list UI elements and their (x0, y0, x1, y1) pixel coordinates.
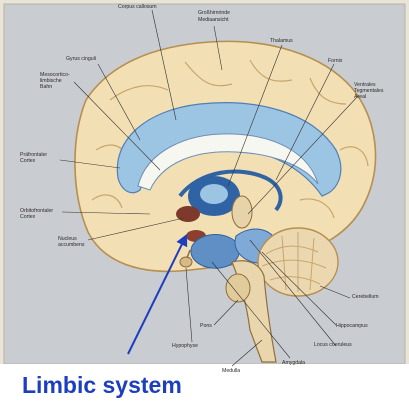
caption-limbic-system: Limbic system (22, 372, 182, 398)
label-fornix: Fornix (328, 58, 343, 64)
label-ventrales-3: Areal (354, 94, 366, 100)
pons-region (226, 274, 250, 302)
label-grosshirnrinde-2: Mediaansicht (198, 17, 229, 23)
midbrain-region (232, 196, 252, 228)
label-orbitofrontaler-2: Cortex (20, 214, 36, 220)
label-corpus-callosum: Corpus callosum (118, 4, 157, 10)
label-grosshirnrinde-1: Großhirnrinde (198, 10, 230, 16)
label-cerebellum: Cerebellum (352, 294, 379, 300)
label-locus-coeruleus: Locus coeruleus (314, 342, 352, 348)
label-medulla: Medulla (222, 368, 240, 374)
label-mesocortico-3: Bahn (40, 84, 52, 90)
label-nucleus-2: accumbens (58, 242, 85, 248)
label-gyrus-cinguli: Gyrus cinguli (66, 56, 96, 62)
label-thalamus: Thalamus (270, 38, 293, 44)
label-prafrontaler-2: Cortex (20, 158, 36, 164)
thalamus-highlight (200, 184, 228, 204)
label-amygdala: Amygdala (282, 360, 305, 366)
label-hypophyse: Hypophyse (172, 343, 198, 349)
nucleus-accumbens-region (176, 206, 200, 222)
label-pons: Pons (200, 323, 212, 329)
label-hippocampus: Hippocampus (336, 323, 368, 329)
hypophyse-region (180, 257, 192, 267)
